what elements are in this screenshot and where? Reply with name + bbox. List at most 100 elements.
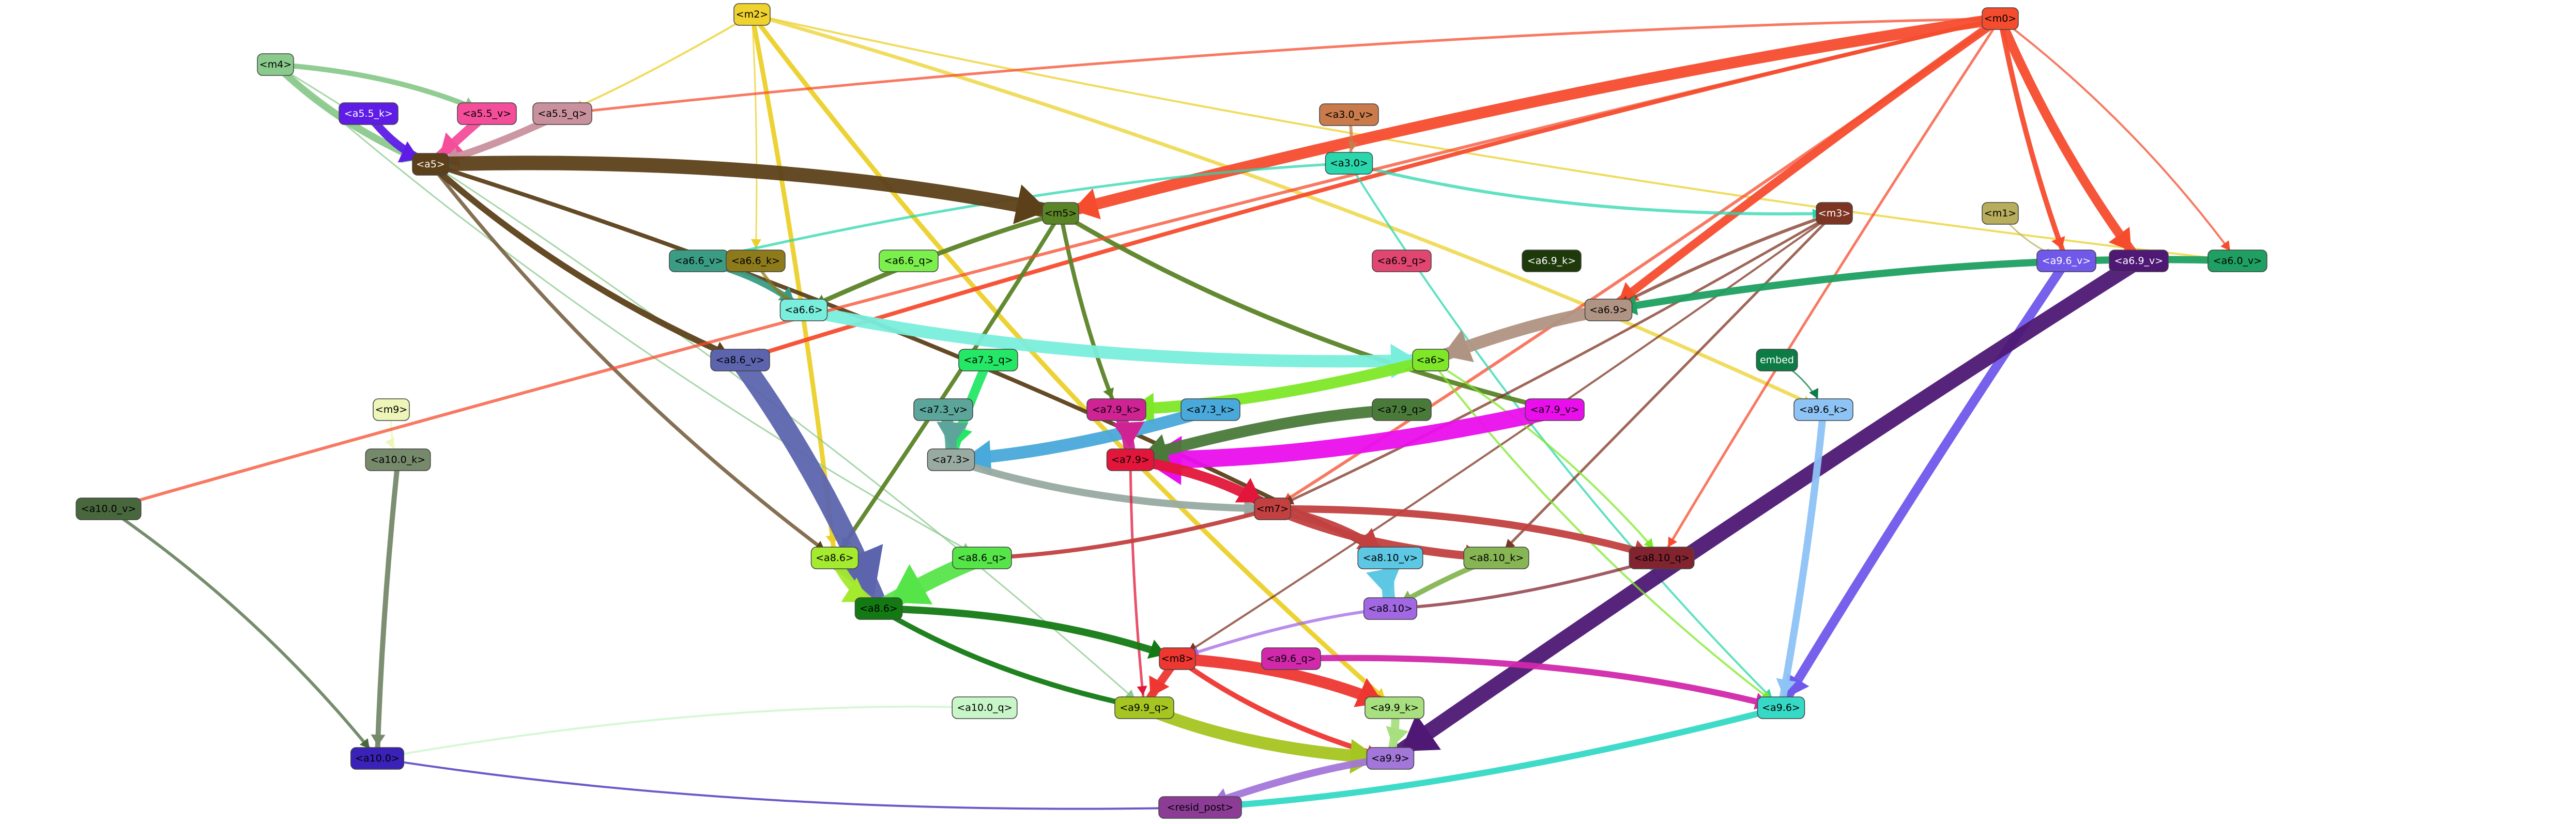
node-label: <a9.6_q> xyxy=(1266,653,1315,664)
node-box xyxy=(1254,497,1291,520)
edge-m0-to-a9_6_v xyxy=(1998,16,2069,263)
edge-a8_6n-to-m8 xyxy=(875,605,1181,662)
edge-a10_0_k-to-a10_0 xyxy=(375,457,401,761)
node-box xyxy=(913,398,973,421)
node-m4[interactable]: <m4> xyxy=(257,53,294,76)
node-m0[interactable]: <m0> xyxy=(1982,7,2019,30)
node-box xyxy=(1584,299,1633,321)
node-a7_9_v[interactable]: <a7.9_v> xyxy=(1525,398,1585,421)
node-label: <m1> xyxy=(1984,208,2016,219)
node-embed[interactable]: embed xyxy=(1756,349,1798,371)
node-box xyxy=(457,102,517,125)
node-a8_10_q[interactable]: <a8.10_q> xyxy=(1629,547,1695,569)
node-label: <a6.6> xyxy=(785,304,823,316)
node-a9_6[interactable]: <a9.6> xyxy=(1757,696,1805,719)
node-box xyxy=(257,53,294,76)
node-a7_3_v[interactable]: <a7.3_v> xyxy=(913,398,973,421)
node-a9_9_k[interactable]: <a9.9_k> xyxy=(1364,696,1424,719)
node-label: <a3.0> xyxy=(1330,158,1368,169)
edge-a5-to-m5 xyxy=(423,156,1068,221)
node-a8_6[interactable]: <a8.6> xyxy=(810,547,859,569)
node-m1[interactable]: <m1> xyxy=(1982,202,2019,225)
edge-m0-to-a6_9_v xyxy=(1996,14,2143,266)
node-a9_9_q[interactable]: <a9.9_q> xyxy=(1114,696,1174,719)
node-label: <a7.3_v> xyxy=(919,404,968,415)
edge-m0-to-a5_q xyxy=(561,17,2002,115)
node-m5[interactable]: <m5> xyxy=(1042,202,1079,225)
node-box xyxy=(1525,398,1585,421)
node-a10_0_q[interactable]: <a10.0_q> xyxy=(952,696,1018,719)
node-a6_9_v[interactable]: <a6.9_v> xyxy=(2109,250,2169,272)
node-a8_10_v[interactable]: <a8.10_v> xyxy=(1357,547,1423,569)
node-a8_10[interactable]: <a8.10> xyxy=(1363,597,1417,620)
edge-m5-to-a7_9_k xyxy=(1059,211,1118,412)
node-a8_10_k[interactable]: <a8.10_k> xyxy=(1463,547,1529,569)
node-a5_q[interactable]: <a5.5_q> xyxy=(532,102,592,125)
node-a6_9[interactable]: <a6.9> xyxy=(1584,299,1633,321)
node-a5[interactable]: <a5> xyxy=(412,153,449,176)
edge-m0-to-a8_10_q xyxy=(1660,17,2002,559)
node-a8_6n[interactable]: <a8.6> xyxy=(854,597,903,620)
node-a7_9_k[interactable]: <a7.9_k> xyxy=(1086,398,1146,421)
node-box xyxy=(879,250,939,272)
node-box xyxy=(733,3,771,26)
node-a7_3_k[interactable]: <a7.3_k> xyxy=(1180,398,1240,421)
node-box xyxy=(1522,250,1582,272)
node-a7_3[interactable]: <a7.3> xyxy=(927,448,975,471)
node-a6[interactable]: <a6> xyxy=(1412,349,1449,371)
node-a8_6_v[interactable]: <a8.6_v> xyxy=(710,349,770,371)
node-box xyxy=(958,349,1018,371)
node-a6_6_k[interactable]: <a6.6_k> xyxy=(726,250,786,272)
node-label: <a7.3_k> xyxy=(1186,404,1235,415)
edge-a9_6-to-resid_post xyxy=(1197,705,1784,811)
node-a5_k[interactable]: <a5.5_k> xyxy=(339,102,398,125)
node-a6_9_k[interactable]: <a6.9_k> xyxy=(1522,250,1582,272)
edge-a6-to-a7_9_k xyxy=(1111,354,1436,415)
arrowhead-embed-to-a9_6_k xyxy=(1809,387,1819,399)
node-a9_6_k[interactable]: <a9.6_k> xyxy=(1793,398,1853,421)
node-m7[interactable]: <m7> xyxy=(1254,497,1291,520)
node-a9_6_v[interactable]: <a9.6_v> xyxy=(2036,250,2096,272)
node-a6_9_q[interactable]: <a6.9_q> xyxy=(1372,250,1432,272)
node-box xyxy=(1757,696,1805,719)
node-a7_9_q[interactable]: <a7.9_q> xyxy=(1372,398,1432,421)
node-label: <a7.9> xyxy=(1111,454,1149,465)
node-box xyxy=(1106,448,1155,471)
node-box xyxy=(75,497,142,520)
node-label: <m8> xyxy=(1161,653,1193,664)
node-a6_6_v[interactable]: <a6.6_v> xyxy=(669,250,729,272)
node-a7_9[interactable]: <a7.9> xyxy=(1106,448,1155,471)
node-m3[interactable]: <m3> xyxy=(1816,202,1853,225)
node-a10_0_k[interactable]: <a10.0_k> xyxy=(365,448,431,471)
arrowhead-a6_9-to-a6 xyxy=(1442,330,1474,363)
node-a3_0_v[interactable]: <a3.0_v> xyxy=(1319,103,1379,126)
node-a6_6_q[interactable]: <a6.6_q> xyxy=(879,250,939,272)
node-box xyxy=(1357,547,1423,569)
node-label: <m0> xyxy=(1984,13,2016,24)
edge-a10_0-to-resid_post xyxy=(376,757,1201,810)
node-m9[interactable]: <m9> xyxy=(373,398,410,421)
edge-a10_0_v-to-a10_0 xyxy=(107,507,379,760)
node-a5_v[interactable]: <a5.5_v> xyxy=(457,102,517,125)
node-label: embed xyxy=(1760,354,1794,366)
node-box xyxy=(412,153,449,176)
node-a10_0[interactable]: <a10.0> xyxy=(350,747,404,770)
edge-m0-to-a6_0_v xyxy=(1999,18,2238,262)
node-a10_0_v[interactable]: <a10.0_v> xyxy=(75,497,142,520)
node-a9_6_q[interactable]: <a9.6_q> xyxy=(1261,647,1321,670)
node-m8[interactable]: <m8> xyxy=(1159,647,1196,670)
node-a9_9[interactable]: <a9.9> xyxy=(1366,747,1415,770)
node-a7_3_q[interactable]: <a7.3_q> xyxy=(958,349,1018,371)
node-a6_6[interactable]: <a6.6> xyxy=(779,299,828,321)
edge-a9_6_k-to-a9_6 xyxy=(1777,406,1827,711)
node-m2[interactable]: <m2> xyxy=(733,3,771,26)
node-resid_post[interactable]: <resid_post> xyxy=(1158,796,1242,819)
node-box xyxy=(1629,547,1695,569)
node-a3_0[interactable]: <a3.0> xyxy=(1325,152,1373,175)
node-layer: <m2> <m0> <m4> <a5.5_k> <a5.5_v> <a5.5_q> <a3.… xyxy=(75,3,2267,819)
node-a6_0_v[interactable]: <a6.0_v> xyxy=(2207,250,2267,272)
node-box xyxy=(1363,597,1417,620)
node-label: <a8.6> xyxy=(860,603,898,614)
edge-m3-to-a6_9 xyxy=(1607,212,1836,312)
node-a8_6_q[interactable]: <a8.6_q> xyxy=(952,547,1012,569)
